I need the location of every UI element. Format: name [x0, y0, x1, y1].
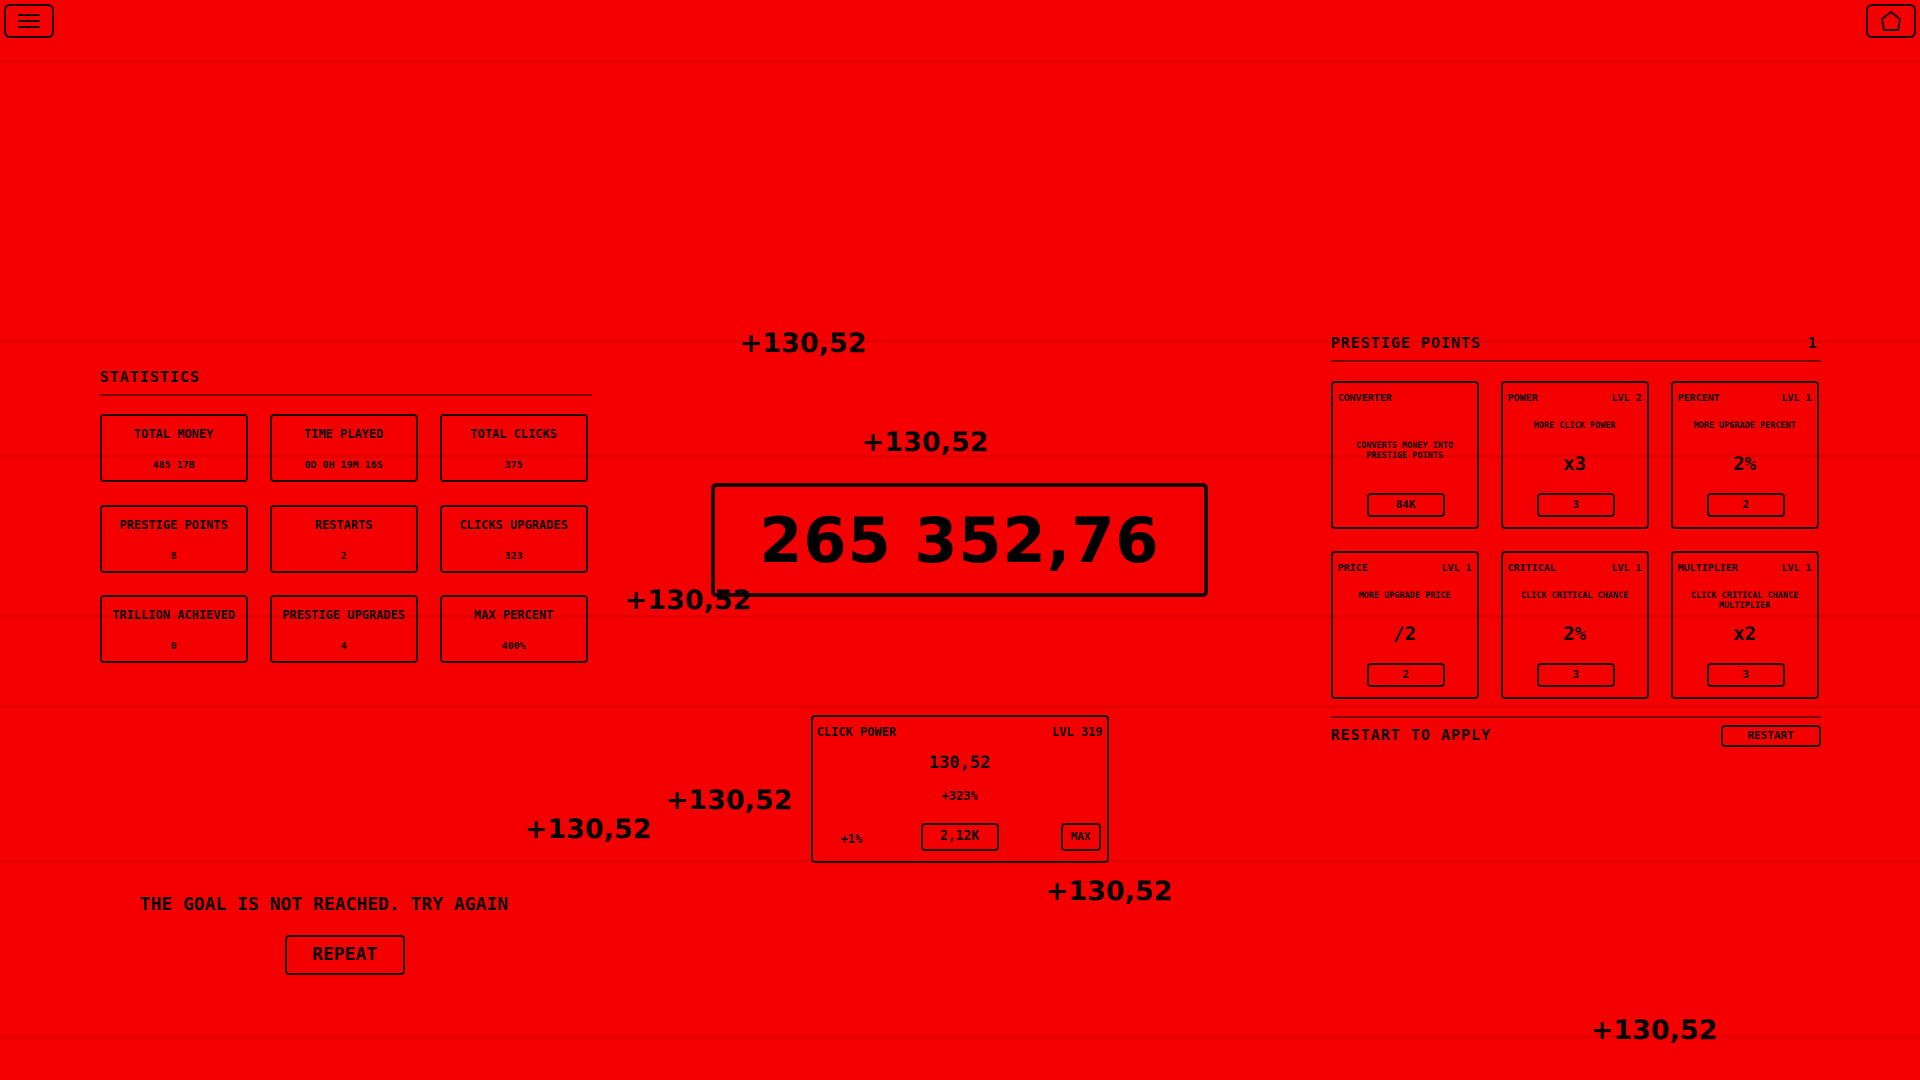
menu-button[interactable] [4, 4, 54, 38]
scanline [0, 60, 1920, 63]
click-power-value: 130,52 [929, 753, 991, 773]
stat-card: MAX PERCENT 400% [440, 595, 588, 663]
stat-value: 323 [504, 551, 524, 562]
prestige-card-percent: PERCENT LVL 1 MORE UPGRADE PERCENT 2% 2 [1671, 381, 1819, 529]
prestige-card-value: x3 [1563, 453, 1587, 475]
prestige-card-buy-button[interactable]: 3 [1537, 493, 1615, 517]
prestige-card-multiplier: MULTIPLIER LVL 1 CLICK CRITICAL CHANCE MUL… [1671, 551, 1819, 699]
prestige-card-description: MORE UPGRADE PRICE [1358, 591, 1452, 601]
prestige-card-title: CONVERTER [1338, 393, 1393, 404]
floating-gain: +130,52 [1591, 1015, 1718, 1046]
floating-gain: +130,52 [862, 427, 989, 458]
goal-message: THE GOAL IS NOT REACHED. TRY AGAIN [140, 894, 509, 915]
stat-label: PRESTIGE POINTS [119, 518, 229, 532]
prestige-card-level: LVL 1 [1781, 563, 1812, 574]
scanline [0, 705, 1920, 708]
floating-gain: +130,52 [740, 328, 867, 359]
prestige-card-title: MULTIPLIER [1678, 563, 1739, 574]
prestige-card-buy-button[interactable]: 2 [1707, 493, 1785, 517]
prestige-card-title: PERCENT [1678, 393, 1721, 404]
stat-label: TOTAL MONEY [134, 427, 214, 441]
stat-label: TOTAL CLICKS [470, 427, 558, 441]
prestige-card-description: CLICK CRITICAL CHANCE MULTIPLIER [1691, 591, 1799, 611]
stat-value: 4 [340, 641, 348, 652]
stat-label: PRESTIGE UPGRADES [282, 608, 406, 622]
stat-card: TRILLION ACHIEVED 0 [100, 595, 248, 663]
prestige-card-critical: CRITICAL LVL 1 CLICK CRITICAL CHANCE 2% 3 [1501, 551, 1649, 699]
prestige-card-title: POWER [1508, 393, 1539, 404]
scanline [0, 340, 1920, 343]
stat-card: RESTARTS 2 [270, 505, 418, 573]
prestige-card-value: 2% [1563, 623, 1587, 645]
prestige-card-price: PRICE LVL 1 MORE UPGRADE PRICE/2 2 [1331, 551, 1479, 699]
stat-card: TOTAL MONEY 485 17B [100, 414, 248, 482]
stat-card: TIME PLAYED 0D 0H 19M 16S [270, 414, 418, 482]
floating-gain: +130,52 [666, 785, 793, 816]
stat-label: TRILLION ACHIEVED [112, 608, 236, 622]
prestige-card-title: PRICE [1338, 563, 1369, 574]
scanline [0, 1035, 1920, 1038]
prestige-card-level: LVL 1 [1441, 563, 1472, 574]
stat-value: 0D 0H 19M 16S [304, 460, 384, 471]
click-power-percent: +323% [941, 789, 979, 803]
scanline [0, 455, 1920, 458]
stat-card: TOTAL CLICKS 375 [440, 414, 588, 482]
prestige-card-level: LVL 2 [1611, 393, 1642, 404]
stat-label: TIME PLAYED [304, 427, 384, 441]
prestige-divider [1331, 360, 1821, 362]
restart-button[interactable]: RESTART [1721, 725, 1821, 747]
stat-value: 0 [170, 641, 178, 652]
shop-button[interactable] [1866, 4, 1916, 38]
money-display[interactable]: 265 352,76 [711, 483, 1208, 597]
prestige-bottom-divider [1331, 716, 1821, 718]
stat-value: 400% [501, 641, 527, 652]
prestige-card-description: CONVERTS MONEY INTO PRESTIGE POINTS [1356, 441, 1454, 461]
prestige-card-converter: CONVERTER CONVERTS MONEY INTO PRESTIGE PO… [1331, 381, 1479, 529]
prestige-card-buy-button[interactable]: 3 [1537, 663, 1615, 687]
prestige-card-power: POWER LVL 2 MORE CLICK POWER x3 3 [1501, 381, 1649, 529]
click-power-buy-button[interactable]: 2,12K [921, 823, 999, 851]
floating-gain: +130,52 [525, 814, 652, 845]
prestige-card-value: 2% [1733, 453, 1757, 475]
money-value: 265 352,76 [759, 503, 1160, 577]
prestige-card-buy-button[interactable]: 84K [1367, 493, 1445, 517]
click-power-title: CLICK POWER [817, 725, 897, 739]
prestige-title: PRESTIGE POINTS [1331, 334, 1482, 352]
prestige-card-value: x2 [1733, 623, 1757, 645]
floating-gain: +130,52 [625, 585, 752, 616]
shop-icon [1880, 10, 1902, 31]
click-power-increment: +1% [841, 832, 863, 846]
stat-value: 485 17B [152, 460, 196, 471]
click-power-level: LVL 319 [1052, 725, 1103, 739]
stat-card: PRESTIGE UPGRADES 4 [270, 595, 418, 663]
stat-value: 375 [504, 460, 524, 471]
prestige-card-level: LVL 1 [1611, 563, 1642, 574]
stat-value: 2 [340, 551, 348, 562]
prestige-card-description: MORE UPGRADE PERCENT [1693, 421, 1797, 431]
prestige-card-title: CRITICAL [1508, 563, 1557, 574]
statistics-divider [100, 394, 592, 396]
restart-hint: RESTART TO APPLY [1331, 726, 1492, 744]
click-power-max-button[interactable]: MAX [1061, 823, 1101, 851]
prestige-card-value: /2 [1393, 623, 1417, 645]
prestige-points-count: 1 [1808, 334, 1819, 352]
stat-label: MAX PERCENT [474, 608, 554, 622]
stat-label: CLICKS UPGRADES [459, 518, 569, 532]
stat-card: CLICKS UPGRADES 323 [440, 505, 588, 573]
scanline [0, 615, 1920, 618]
prestige-card-level: LVL 1 [1781, 393, 1812, 404]
statistics-title: STATISTICS [100, 368, 201, 386]
repeat-button[interactable]: REPEAT [285, 935, 405, 975]
prestige-card-description: CLICK CRITICAL CHANCE [1521, 591, 1629, 601]
stat-value: 8 [170, 551, 178, 562]
prestige-card-buy-button[interactable]: 2 [1367, 663, 1445, 687]
floating-gain: +130,52 [1046, 876, 1173, 907]
click-power-panel: CLICK POWER LVL 319 130,52 +323% +1% 2,1… [811, 715, 1109, 863]
hamburger-menu-icon [18, 14, 40, 28]
prestige-card-description: MORE CLICK POWER [1534, 421, 1616, 431]
stat-label: RESTARTS [315, 518, 373, 532]
stat-card: PRESTIGE POINTS 8 [100, 505, 248, 573]
prestige-card-buy-button[interactable]: 3 [1707, 663, 1785, 687]
